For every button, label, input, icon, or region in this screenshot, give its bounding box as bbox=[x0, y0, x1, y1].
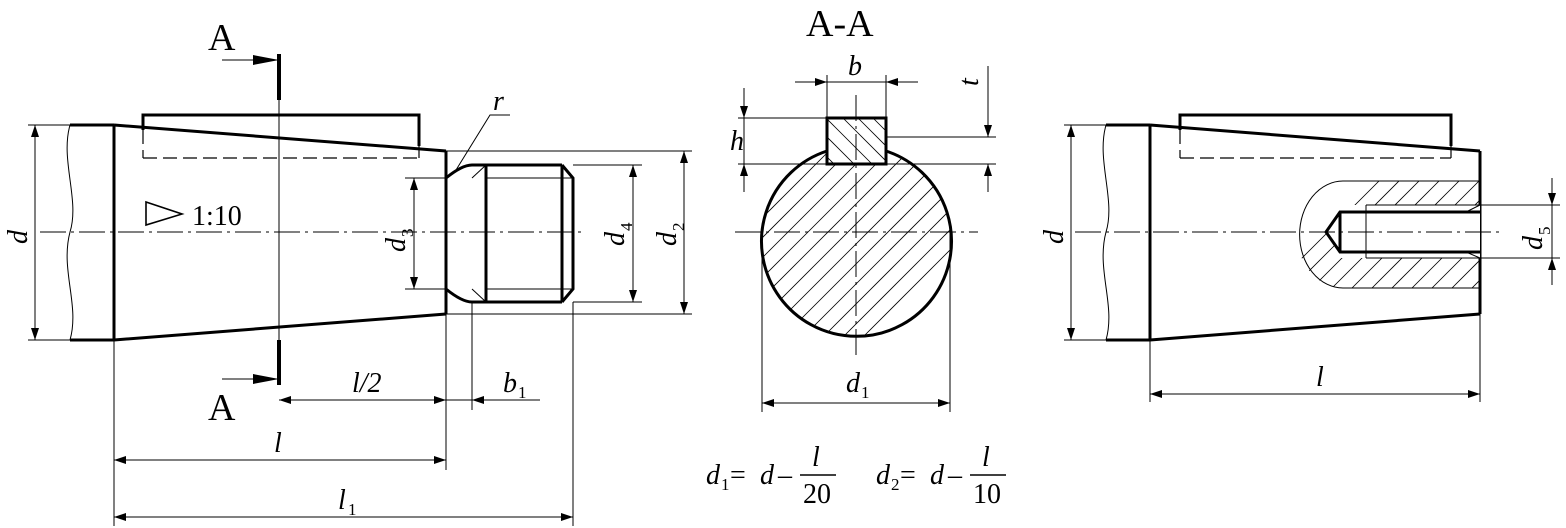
dim-b1: b 1 bbox=[503, 368, 527, 402]
dim-l-right: l bbox=[1316, 362, 1324, 393]
svg-text:10: 10 bbox=[973, 479, 1001, 510]
svg-text:=: = bbox=[730, 460, 746, 491]
section-view bbox=[735, 66, 996, 412]
cut-label-top: A bbox=[208, 17, 236, 59]
break-line bbox=[66, 124, 74, 341]
dim-l1: l 1 bbox=[338, 485, 357, 519]
svg-text:d: d bbox=[381, 237, 412, 252]
dim-l-left: l bbox=[274, 428, 282, 459]
svg-text:d: d bbox=[652, 231, 683, 246]
dim-h: h bbox=[730, 126, 744, 157]
svg-text:3: 3 bbox=[398, 229, 417, 238]
svg-text:l: l bbox=[812, 442, 820, 473]
svg-text:5: 5 bbox=[1535, 227, 1554, 236]
svg-text:d: d bbox=[706, 460, 721, 491]
section-title: A-A bbox=[806, 3, 874, 45]
svg-text:1: 1 bbox=[518, 383, 527, 402]
formula-d2: d 2 = d – l 10 bbox=[876, 442, 1006, 510]
dim-d1: d 1 bbox=[846, 368, 870, 402]
fillet-top bbox=[445, 163, 473, 180]
dim-d4: d 4 bbox=[600, 222, 636, 246]
dim-t: t bbox=[954, 77, 985, 86]
svg-text:d: d bbox=[930, 460, 945, 491]
radius-leader bbox=[455, 114, 510, 171]
svg-text:1: 1 bbox=[721, 475, 730, 494]
dim-d5: d 5 bbox=[1518, 227, 1554, 251]
svg-text:–: – bbox=[947, 460, 963, 491]
svg-text:d: d bbox=[600, 231, 631, 246]
svg-text:d: d bbox=[760, 460, 775, 491]
cut-label-bottom: A bbox=[208, 387, 236, 429]
left-shaft-view bbox=[28, 54, 692, 526]
fillet-bottom bbox=[445, 287, 473, 304]
svg-text:2: 2 bbox=[891, 475, 900, 494]
svg-text:–: – bbox=[777, 460, 793, 491]
svg-text:b: b bbox=[503, 368, 517, 399]
formula-d1: d 1 = d – l 20 bbox=[706, 442, 836, 510]
taper-ratio: 1:10 bbox=[192, 201, 242, 232]
dim-b: b bbox=[848, 51, 862, 82]
svg-text:4: 4 bbox=[617, 222, 636, 231]
svg-text:1: 1 bbox=[861, 383, 870, 402]
svg-text:l: l bbox=[982, 442, 990, 473]
dim-d3: d 3 bbox=[381, 229, 417, 253]
key-outline bbox=[141, 113, 421, 146]
svg-text:2: 2 bbox=[669, 223, 688, 232]
dim-l-half: l/2 bbox=[352, 368, 382, 399]
svg-text:=: = bbox=[900, 460, 916, 491]
svg-text:d: d bbox=[876, 460, 891, 491]
svg-text:20: 20 bbox=[803, 479, 831, 510]
dim-d2: d 2 bbox=[652, 223, 688, 247]
partial-section-boundary bbox=[1299, 180, 1480, 289]
svg-text:d: d bbox=[846, 368, 861, 399]
dim-d-left: d bbox=[3, 229, 34, 244]
svg-text:1: 1 bbox=[348, 500, 357, 519]
svg-text:l: l bbox=[338, 485, 346, 516]
taper-symbol-icon bbox=[145, 200, 185, 227]
dim-d-right: d bbox=[1039, 229, 1070, 244]
svg-text:d: d bbox=[1518, 235, 1549, 250]
right-shaft-view bbox=[1064, 113, 1560, 402]
dim-r: r bbox=[493, 86, 504, 117]
